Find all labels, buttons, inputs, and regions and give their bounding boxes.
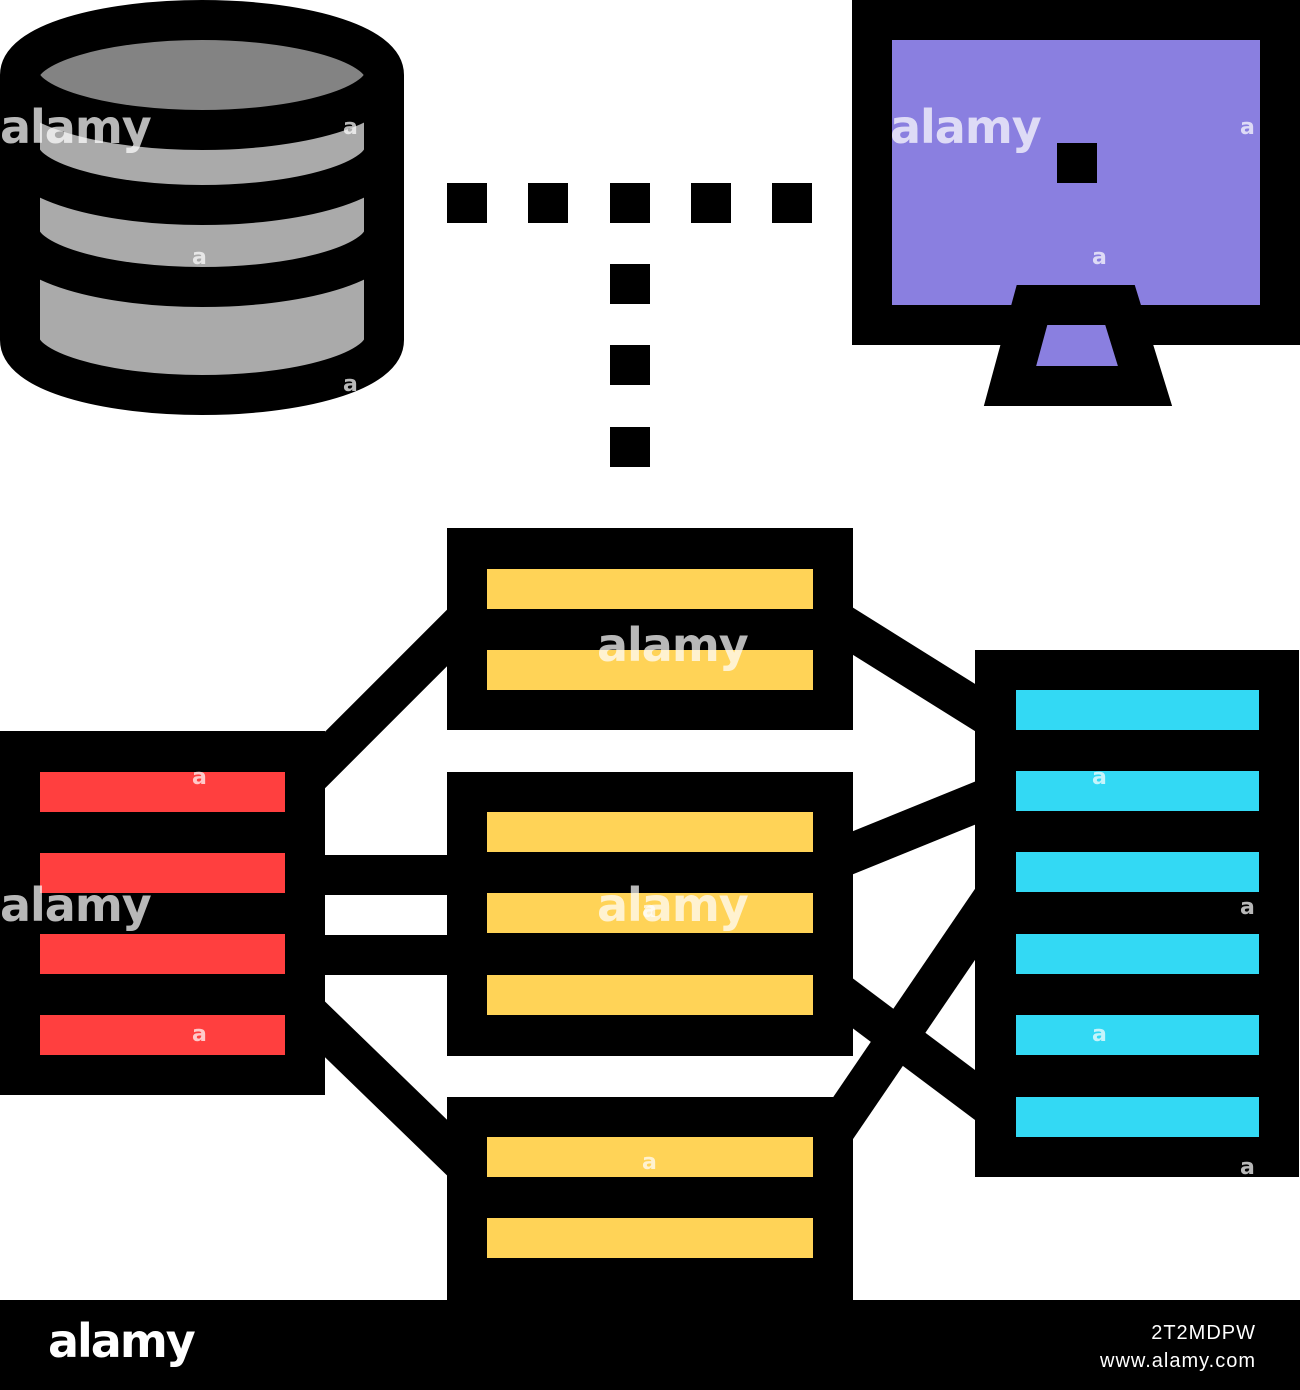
dotted-connector	[447, 183, 812, 467]
middle-table-center	[447, 772, 853, 1056]
middle-table-bottom	[447, 1097, 853, 1300]
footer-logo: alamy	[48, 1314, 196, 1368]
target-table	[975, 650, 1299, 1177]
monitor-icon	[852, 0, 1300, 406]
footer-url: www.alamy.com	[1100, 1350, 1256, 1372]
footer-bar: alamy 2T2MDPW www.alamy.com	[0, 1300, 1300, 1390]
database-data-flow-icon	[0, 0, 1300, 1300]
database-icon	[0, 0, 404, 415]
connector-lines	[290, 603, 1012, 1180]
middle-table-top	[447, 528, 853, 730]
image-id: 2T2MDPW	[1151, 1322, 1256, 1344]
source-table	[0, 731, 325, 1095]
camera-dot-icon	[1057, 143, 1097, 183]
